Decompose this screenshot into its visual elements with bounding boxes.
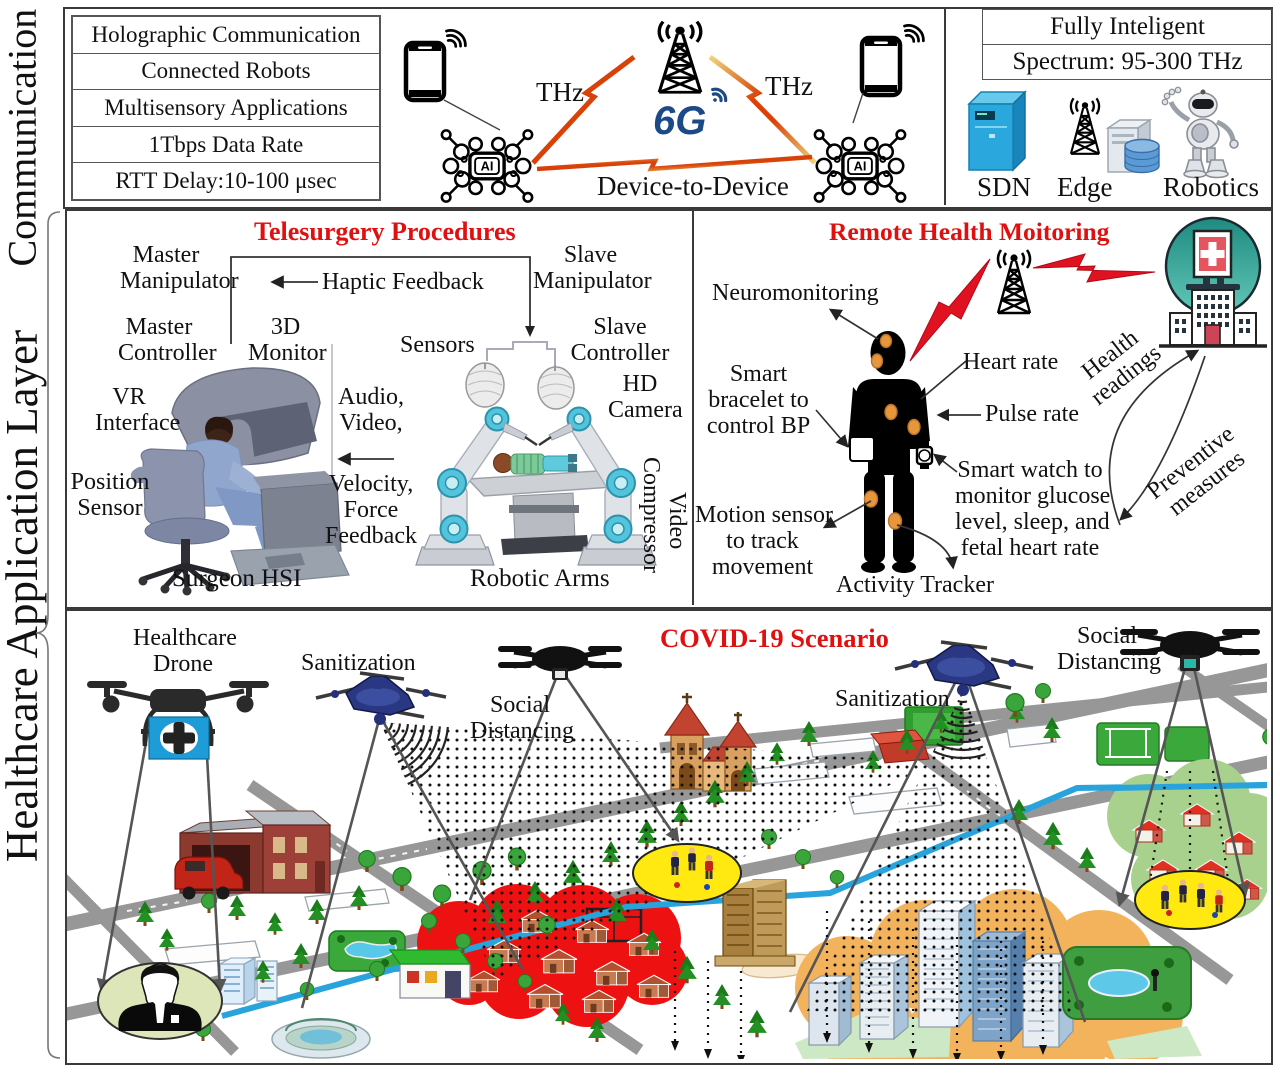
svg-text:6G: 6G	[653, 99, 706, 143]
